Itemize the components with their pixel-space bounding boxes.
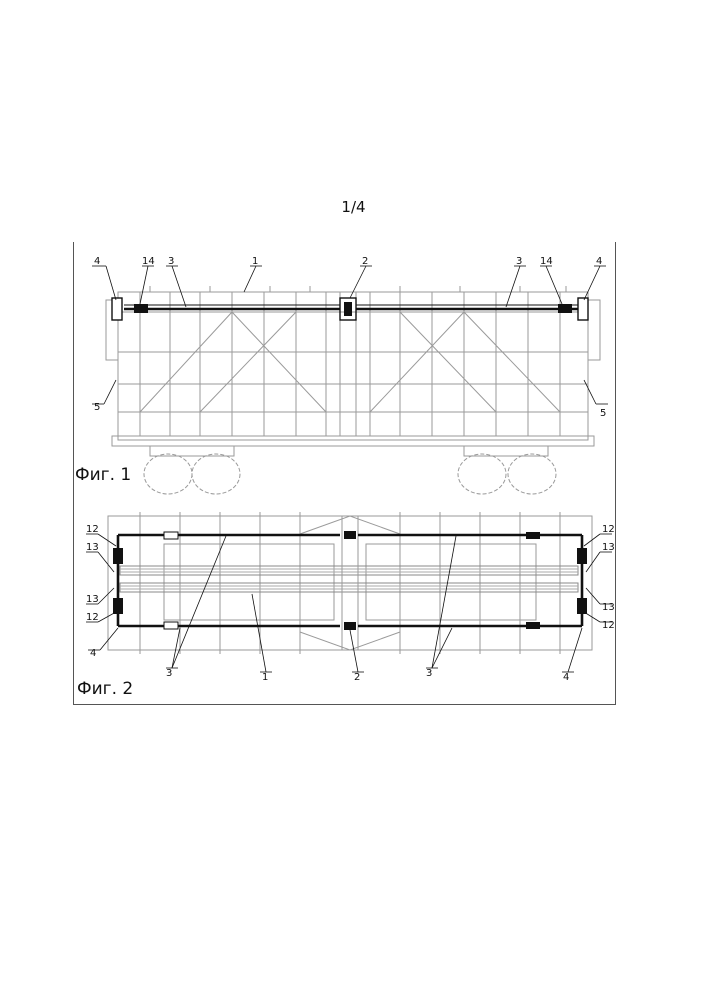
figure-2-top-view: 12 13 13 12 4 3 1 2 3 4 12 13 13 12 [86,512,615,683]
callout-4-left: 4 [94,256,100,267]
top-posts [150,286,566,292]
right-end-column [588,300,600,360]
callout-2: 2 [354,672,360,683]
callout-12-right-top: 12 [602,524,615,535]
center-sill [120,566,578,592]
callout-3-right: 3 [516,256,522,267]
callout-13-right-bottom: 13 [602,602,615,613]
end-block-right-upper [577,548,587,564]
callout-12-right-bottom: 12 [602,620,615,631]
bogie-right [458,446,556,494]
figure-1-caption: Фиг. 1 [75,465,131,485]
callout-1: 1 [262,672,268,683]
figure-2-caption: Фиг. 2 [77,679,133,699]
end-unit-left [112,298,122,320]
callout-13-left-bottom: 13 [86,594,99,605]
fitting-tl [164,532,178,539]
figure-1-side-view: 4 14 3 1 2 3 14 4 5 5 [92,256,608,494]
callout-14-right: 14 [540,256,553,267]
callout-4-left: 4 [90,648,96,659]
diagonal-bracing [140,312,560,412]
end-block-right-lower [577,598,587,614]
tensioner-left [134,304,148,313]
callout-14-left: 14 [142,256,155,267]
callout-3-left: 3 [168,256,174,267]
center-clip-bottom [344,622,356,630]
tensioner-right [558,304,572,313]
center-coupling-core [344,302,352,316]
center-clip-top [344,531,356,539]
callout-3-left: 3 [166,668,172,679]
end-block-left-lower [113,598,123,614]
callout-4-right: 4 [563,672,569,683]
bogie-left [144,446,240,494]
fitting-bl [164,622,178,629]
underframe [112,436,594,446]
callout-5-left: 5 [94,402,100,413]
callout-5-right: 5 [600,408,606,419]
car-body-outline [118,292,588,440]
callout-1: 1 [252,256,258,267]
end-unit-right [578,298,588,320]
end-block-left-upper [113,548,123,564]
fitting-br [526,622,540,629]
inner-panel-right [366,544,536,620]
inner-panel-left [164,544,334,620]
center-brace-bottom [300,632,400,650]
cable-loop [118,535,582,626]
callout-12-left-bottom: 12 [86,612,99,623]
callout-4-right: 4 [596,256,602,267]
fitting-tr [526,532,540,539]
callout-2: 2 [362,256,368,267]
figure-1-leaders [92,266,608,404]
figure-2-leaders [86,534,612,672]
callout-13-right-top: 13 [602,542,615,553]
callout-13-left-top: 13 [86,542,99,553]
callout-12-left-top: 12 [86,524,99,535]
callout-3-right: 3 [426,668,432,679]
